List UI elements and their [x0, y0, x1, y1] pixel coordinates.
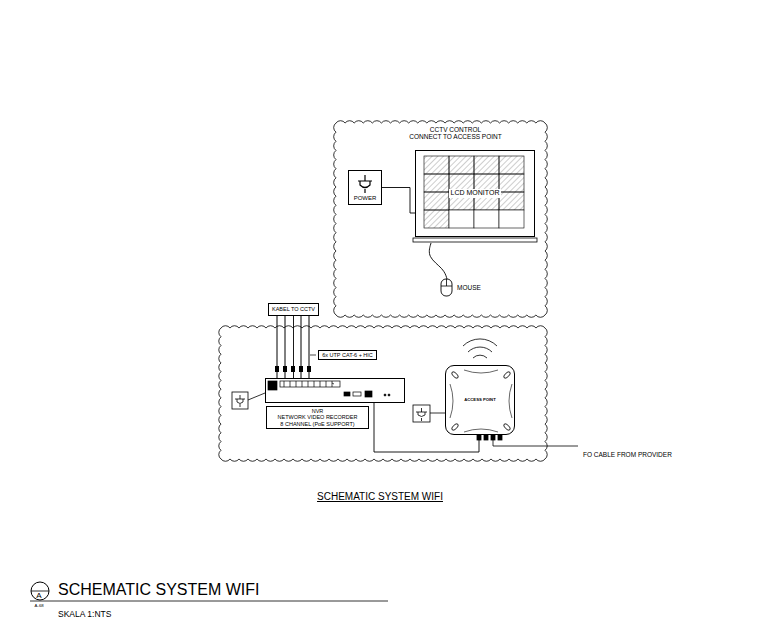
area-heading: CCTV CONTROL: [363, 126, 548, 133]
cctv-cables: [277, 316, 316, 378]
fo-cable: [493, 440, 578, 446]
node-label: NVR: [269, 408, 366, 414]
sheet-number: A-68: [35, 604, 44, 609]
node-label: 8 CHANNEL (PoE SUPPORT): [269, 421, 366, 427]
access-point: ACCESS POINT: [445, 365, 515, 435]
node-label: ACCESS POINT: [464, 398, 495, 403]
mouse: MOUSE: [440, 277, 490, 299]
drawing-title: SCHEMATIC SYSTEM WIFI: [58, 581, 259, 599]
section-letter: A: [36, 591, 41, 600]
cable-spec-box: 6x UTP CAT-6 + HIC: [318, 350, 377, 360]
scale-note: SKALA 1:NTS: [58, 610, 111, 620]
lcd-monitor: LCD MONITOR: [415, 150, 535, 243]
node-label: LCD MONITOR: [449, 189, 502, 197]
rj45-plugs: [275, 366, 311, 372]
section-symbol: [30, 582, 388, 601]
node-label: MOUSE: [457, 284, 481, 291]
node-label: NETWORK VIDEO RECORDER: [269, 414, 366, 420]
region-cloud: [219, 326, 547, 462]
cable-connector: [293, 316, 294, 378]
nvr-label-box: NVRNETWORK VIDEO RECORDER8 CHANNEL (PoE …: [266, 406, 369, 429]
node-label: KABEL TO CCTV: [272, 306, 315, 312]
wifi-waves: [463, 339, 497, 358]
nvr-recorder: NVRNETWORK VIDEO RECORDER8 CHANNEL (PoE …: [265, 378, 405, 403]
cable-tag: KABEL TO CCTV: [268, 303, 319, 316]
node-label: POWER: [354, 195, 377, 202]
nvr-front: [268, 381, 390, 397]
cable-note: FO CABLE FROM PROVIDER: [583, 451, 672, 458]
cctv-control-area: POWER LCD MONITOR MOUSE CCTV CONTROLCONNECT…: [333, 120, 548, 318]
cable-connector: [382, 188, 415, 214]
cable-connector: [429, 243, 447, 279]
ap-ports: [477, 435, 502, 440]
area-heading: CONNECT TO ACCESS POINT: [363, 133, 548, 140]
node-label: 6x UTP CAT-6 + HIC: [322, 352, 373, 358]
drawing-caption: SCHEMATIC SYSTEM WIFI: [317, 491, 443, 503]
power-outlet: POWER: [348, 170, 382, 205]
